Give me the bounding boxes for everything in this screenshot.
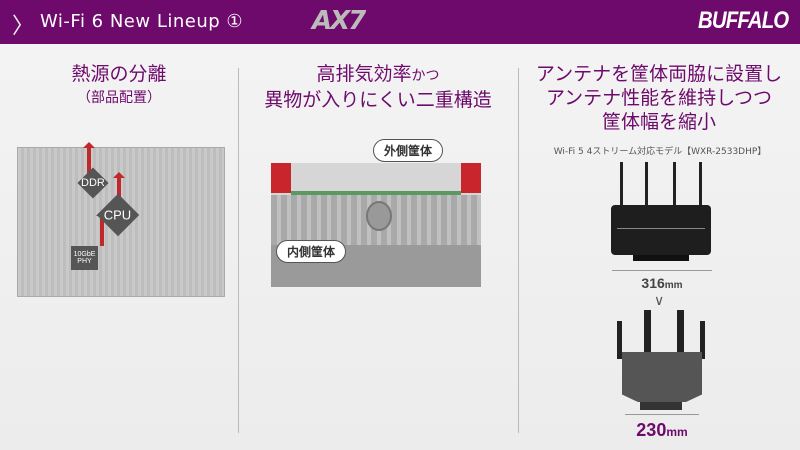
header-bar: 〉 Wi-Fi 6 New Lineup ① AX7 BUFFALO <box>0 0 800 44</box>
circuit-board-image: DDR CPU 10GbE PHY <box>17 142 225 297</box>
heading-subtitle: （部品配置） <box>77 90 161 106</box>
inner-case-label: 内側筐体 <box>276 240 347 263</box>
outer-case-label: 外側筐体 <box>373 139 444 162</box>
buffalo-logo: BUFFALO <box>697 7 789 34</box>
heading-text: アンテナ性能を維持しつつ <box>545 87 773 109</box>
chip-label: DDR <box>81 177 105 189</box>
ddr-chip: DDR <box>77 167 109 199</box>
slide-title: Wi-Fi 6 New Lineup ① <box>40 11 244 32</box>
phy-chip: 10GbE PHY <box>71 246 98 270</box>
old-model-caption: Wi-Fi 5 4ストリーム対応モデル【WXR-2533DHP】 <box>553 147 767 157</box>
chevron-right-icon: 〉 <box>12 14 35 39</box>
heading-small: かつ <box>411 68 440 84</box>
heading-text: アンテナを筐体両脇に設置し <box>535 63 783 85</box>
heading-text: 筐体幅を縮小 <box>601 111 716 133</box>
width-unit: mm <box>666 425 688 439</box>
chip-label: CPU <box>104 207 132 223</box>
width-value: 230 <box>636 420 667 440</box>
case-cutaway-image <box>271 163 481 287</box>
column-divider <box>518 68 519 433</box>
width-value: 316 <box>641 275 665 291</box>
column-divider <box>238 68 239 433</box>
dual-structure-heading: 高排気効率かつ 異物が入りにくい二重構造 <box>238 62 518 112</box>
heat-separation-heading: 熱源の分離 （部品配置） <box>0 62 238 110</box>
heading-text: 熱源の分離 <box>71 63 167 85</box>
width-unit: mm <box>664 280 683 291</box>
chevron-down-icon: ∨ <box>654 293 665 309</box>
heat-arrow-icon <box>83 142 95 178</box>
new-width-label: 230mm <box>612 420 712 441</box>
heading-text: 異物が入りにくい二重構造 <box>264 89 492 111</box>
antenna-heading: アンテナを筐体両脇に設置し アンテナ性能を維持しつつ 筐体幅を縮小 <box>518 62 800 134</box>
width-dimension-line <box>612 270 712 271</box>
heading-text: 高排気効率 <box>316 63 412 85</box>
width-dimension-line <box>625 414 699 415</box>
old-width-label: 316mm <box>612 275 712 291</box>
ax7-logo: AX7 <box>312 6 366 36</box>
